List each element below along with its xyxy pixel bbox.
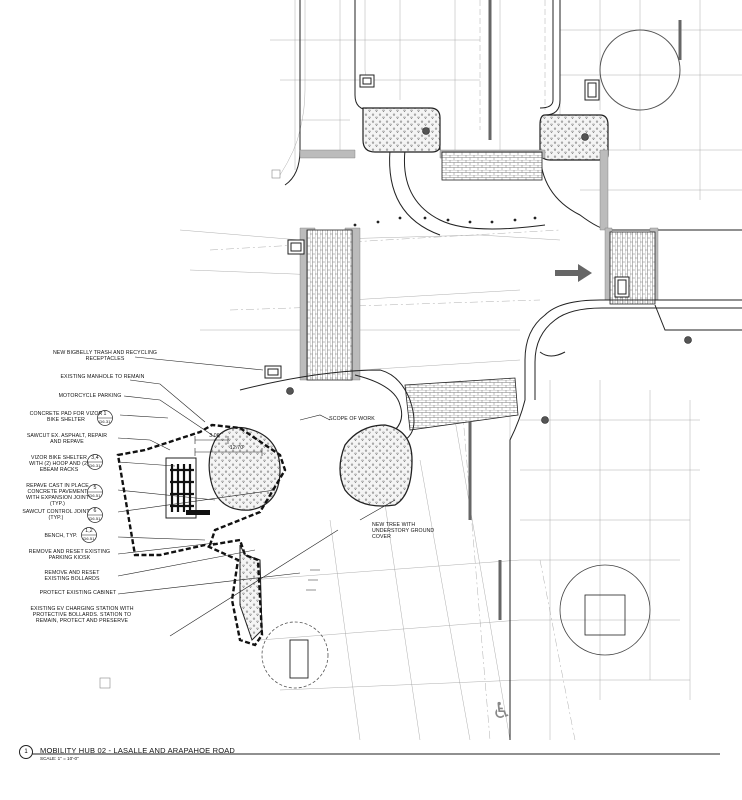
drawing-scale: SCALE: 1" = 10'-0" bbox=[40, 756, 79, 761]
tag-bench-num: 1,2 bbox=[85, 528, 93, 534]
planter-east-island bbox=[339, 424, 413, 507]
label-bollards: REMOVE AND RESET EXISTING BOLLARDS bbox=[44, 570, 100, 582]
direction-arrow-icon bbox=[555, 264, 592, 282]
east-curb bbox=[509, 299, 742, 740]
tag-vizor-num: 3,4 bbox=[91, 455, 99, 461]
road-stripes bbox=[468, 0, 682, 620]
label-manhole: EXISTING MANHOLE TO REMAIN bbox=[60, 374, 145, 380]
tag-sawcut-sheet: D6.51 bbox=[89, 516, 101, 521]
drawing-title: MOBILITY HUB 02 - LASALLE AND ARAPAHOE R… bbox=[40, 746, 236, 755]
dimension-lines bbox=[194, 436, 263, 456]
label-tree: NEW TREE WITH UNDERSTORY GROUND COVER bbox=[372, 522, 435, 540]
background-linework bbox=[179, 0, 742, 741]
label-motorcycle: MOTORCYCLE PARKING bbox=[58, 393, 122, 399]
label-cabinet: PROTECT EXISTING CABINET bbox=[39, 590, 117, 596]
label-concrete-pad: CONCRETE PAD FOR VIZOR BIKE SHELTER bbox=[29, 411, 103, 423]
parking-marks bbox=[99, 169, 320, 689]
tag-concrete-pad-sheet: D6.31 bbox=[99, 419, 111, 424]
tag-repave-num: 5 bbox=[93, 485, 97, 491]
crosswalk-north bbox=[441, 151, 543, 181]
label-repave: REPAVE CAST IN PLACE CONCRETE PAVEMENT W… bbox=[25, 483, 89, 507]
tag-sawcut-num: 6 bbox=[93, 508, 97, 514]
callout-leaders bbox=[117, 356, 396, 637]
label-kiosk: REMOVE AND RESET EXISTING PARKING KIOSK bbox=[28, 549, 111, 561]
dimension-1: 3.06' bbox=[209, 433, 221, 439]
label-sawcut-joint: SAWCUT CONTROL JOINT (TYP.) bbox=[22, 509, 90, 521]
tag-repave-sheet: D6.51 bbox=[89, 493, 101, 498]
tag-bench-sheet: D6.51 bbox=[83, 536, 95, 541]
bike-shelter bbox=[165, 457, 210, 519]
bollard-row bbox=[353, 216, 537, 227]
label-sawcut-asphalt: SAWCUT EX. ASPHALT, REPAIR AND REPAVE bbox=[26, 433, 108, 445]
southeast-tree bbox=[559, 564, 651, 656]
cabinet-box bbox=[289, 639, 309, 679]
catch-basins bbox=[264, 74, 630, 379]
curb-gray-bands bbox=[299, 149, 659, 381]
label-ev: EXISTING EV CHARGING STATION WITH PROTEC… bbox=[30, 606, 134, 624]
scope-of-work-boundary bbox=[116, 423, 287, 647]
central-island bbox=[239, 369, 415, 441]
north-planter-right bbox=[539, 114, 609, 161]
crosswalk-west bbox=[306, 229, 353, 381]
tag-vizor-sheet: D6.31 bbox=[89, 463, 101, 468]
southwest-tree bbox=[261, 621, 329, 689]
crosswalk-east bbox=[609, 231, 656, 305]
accessible-parking-icon: ♿ bbox=[492, 699, 512, 724]
drawing-number-bubble: 1 bbox=[19, 745, 33, 759]
dimension-2: 12.70' bbox=[229, 445, 245, 451]
label-scope: SCOPE OF WORK bbox=[329, 416, 375, 422]
tag-concrete-pad-num: 1 bbox=[103, 411, 107, 417]
crosswalk-south bbox=[404, 377, 519, 431]
north-planter-left bbox=[362, 107, 441, 153]
label-bigbelly: NEW BIGBELLY TRASH AND RECYCLING RECEPTA… bbox=[52, 350, 158, 362]
label-vizor: VIZOR BIKE SHELTER WITH (2) HOOP AND (2)… bbox=[29, 455, 89, 473]
label-bench: BENCH, TYP. bbox=[44, 533, 78, 539]
planter-south-strip bbox=[239, 544, 263, 641]
detail-tag-circles bbox=[81, 410, 113, 543]
